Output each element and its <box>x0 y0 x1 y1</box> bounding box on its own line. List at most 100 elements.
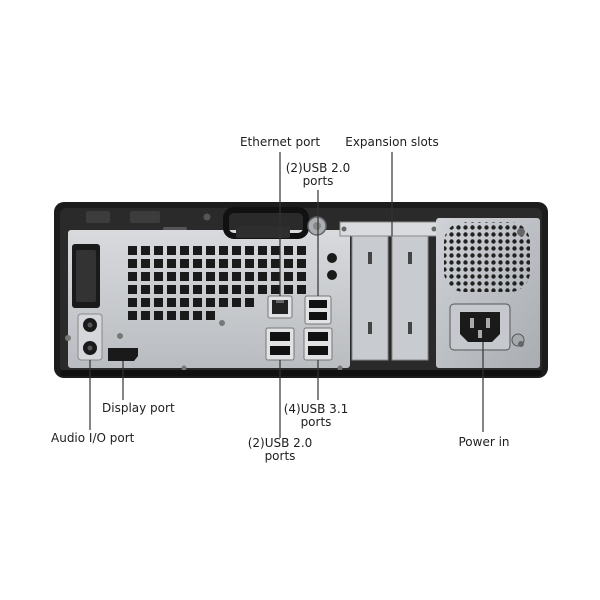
vent-hole <box>245 272 254 281</box>
vent-hole <box>245 259 254 268</box>
vent-hole <box>232 298 241 307</box>
vent-hole <box>245 246 254 255</box>
vent-hole <box>245 285 254 294</box>
vent-hole <box>167 259 176 268</box>
panel-screws <box>65 253 343 371</box>
vent-hole <box>271 272 280 281</box>
vent-hole <box>232 259 241 268</box>
vent-hole <box>180 298 189 307</box>
thumb-screw <box>307 216 327 236</box>
vent-hole <box>128 298 137 307</box>
label-usb20-top: (2)USB 2.0 ports <box>286 162 351 188</box>
vent-hole <box>141 298 150 307</box>
vent-hole <box>284 285 293 294</box>
vent-hole <box>180 311 189 320</box>
vent-hole <box>180 246 189 255</box>
vent-hole <box>154 272 163 281</box>
bottom-edge <box>60 370 542 376</box>
vent-hole <box>141 246 150 255</box>
vent-hole <box>141 285 150 294</box>
vent-hole <box>128 246 137 255</box>
vent-hole <box>128 272 137 281</box>
label-usb20-top-line1: (2)USB 2.0 <box>285 161 351 175</box>
label-usb31-line1: (4)USB 3.1 <box>283 402 349 416</box>
vent-hole <box>232 246 241 255</box>
vent-hole <box>206 298 215 307</box>
expansion-slots <box>339 221 439 361</box>
vent-hole <box>284 272 293 281</box>
leader-lines <box>89 152 484 438</box>
vent-hole <box>154 246 163 255</box>
audio-ports <box>77 313 103 361</box>
vent-hole <box>245 298 254 307</box>
label-usb20-bottom-line1: (2)USB 2.0 <box>247 436 313 450</box>
vent-hole <box>167 285 176 294</box>
display-port <box>108 348 138 361</box>
vent-hole <box>167 311 176 320</box>
vent-hole <box>141 272 150 281</box>
vent-hole <box>219 246 228 255</box>
label-usb31-line2: ports <box>300 415 332 429</box>
vent-hole <box>154 259 163 268</box>
power-supply <box>436 218 540 368</box>
vent-hole <box>219 285 228 294</box>
vent-hole <box>193 311 202 320</box>
label-usb20-bottom: (2)USB 2.0 ports <box>248 437 313 463</box>
vent-hole <box>258 272 267 281</box>
vent-hole <box>206 311 215 320</box>
vent-hole <box>219 298 228 307</box>
vent-hole <box>193 298 202 307</box>
vent-hole <box>297 259 306 268</box>
vent-hole <box>141 311 150 320</box>
vent-hole <box>167 298 176 307</box>
vent-hole <box>258 246 267 255</box>
vent-hole <box>193 272 202 281</box>
vent-hole <box>128 285 137 294</box>
vent-hole <box>297 285 306 294</box>
vent-hole <box>297 246 306 255</box>
vent-hole <box>141 259 150 268</box>
label-audio-port: Audio I/O port <box>51 431 135 445</box>
vent-hole <box>128 259 137 268</box>
vent-hole <box>284 259 293 268</box>
vent-hole <box>271 246 280 255</box>
vent-hole <box>180 259 189 268</box>
label-usb20-bottom-line2: ports <box>264 449 296 463</box>
vent-hole <box>232 285 241 294</box>
vent-hole <box>193 246 202 255</box>
label-usb31: (4)USB 3.1 ports <box>284 403 349 429</box>
vent-hole <box>271 259 280 268</box>
vent-hole <box>180 285 189 294</box>
vent-hole <box>128 311 137 320</box>
ethernet-port <box>267 295 293 319</box>
vent-hole <box>154 298 163 307</box>
vent-hole <box>167 246 176 255</box>
usb-ports <box>265 295 333 361</box>
left-block <box>72 244 100 308</box>
top-strip <box>86 211 211 233</box>
vent-hole <box>297 272 306 281</box>
vent-hole <box>284 246 293 255</box>
vent-hole <box>154 311 163 320</box>
vent-hole <box>258 259 267 268</box>
vent-hole <box>180 272 189 281</box>
vent-hole <box>232 272 241 281</box>
label-ethernet-port: Ethernet port <box>239 135 321 149</box>
vent-hole <box>154 285 163 294</box>
vent-hole <box>219 259 228 268</box>
label-power-in: Power in <box>458 435 510 449</box>
vent-hole <box>206 246 215 255</box>
vent-hole <box>206 272 215 281</box>
label-expansion-slots: Expansion slots <box>345 135 439 149</box>
vent-hole <box>193 285 202 294</box>
vent-hole <box>193 259 202 268</box>
vent-grid <box>128 246 306 320</box>
vent-hole <box>271 285 280 294</box>
vent-hole <box>206 285 215 294</box>
vent-hole <box>167 272 176 281</box>
label-usb20-top-line2: ports <box>302 174 334 188</box>
vent-hole <box>258 285 267 294</box>
vent-hole <box>206 259 215 268</box>
